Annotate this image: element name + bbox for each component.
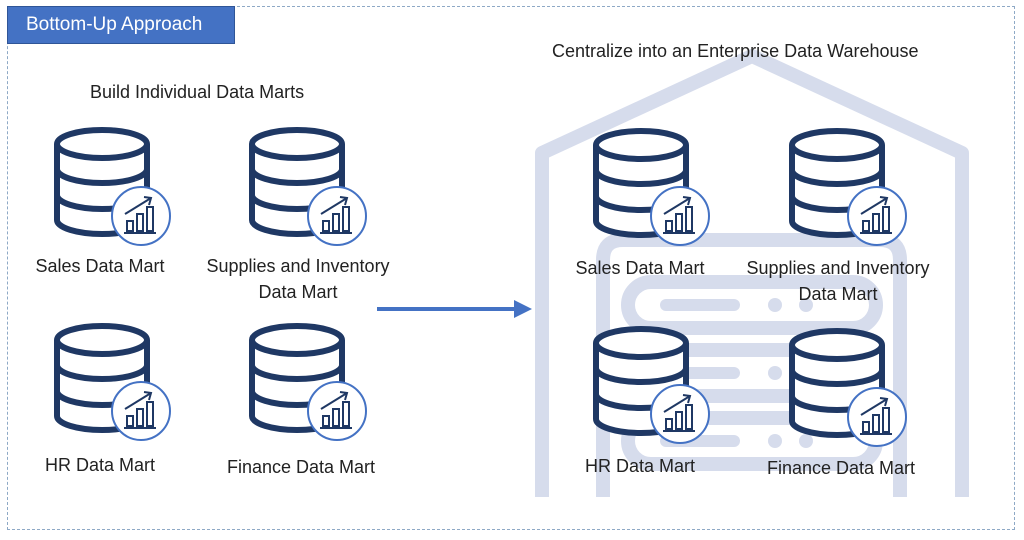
bar-chart-growth-icon-right-hr: [650, 384, 710, 444]
left-heading: Build Individual Data Marts: [90, 82, 305, 102]
right-label-finance: Finance Data Mart: [766, 458, 916, 478]
right-heading: Centralize into an Enterprise Data Wareh…: [552, 41, 919, 61]
left-label-hr: HR Data Mart: [44, 455, 156, 475]
arrow-right-icon: [377, 300, 532, 318]
right-label-sales: Sales Data Mart: [575, 258, 705, 278]
diagram-frame: [7, 6, 1015, 530]
right-label-hr: HR Data Mart: [584, 456, 696, 476]
bar-chart-growth-icon-right-sales: [650, 186, 710, 246]
left-label-finance: Finance Data Mart: [226, 457, 376, 477]
left-label-supplies: Supplies and Inventory Data Mart: [206, 256, 390, 302]
bar-chart-growth-icon-left-supplies: [307, 186, 367, 246]
diagram-title: Bottom-Up Approach: [7, 6, 235, 44]
right-label-supplies: Supplies and Inventory Data Mart: [746, 258, 930, 304]
bar-chart-growth-icon-left-hr: [111, 381, 171, 441]
bar-chart-growth-icon-left-sales: [111, 186, 171, 246]
bar-chart-growth-icon-left-finance: [307, 381, 367, 441]
left-label-sales: Sales Data Mart: [35, 256, 165, 276]
bar-chart-growth-icon-right-supplies: [847, 186, 907, 246]
bar-chart-growth-icon-right-finance: [847, 387, 907, 447]
